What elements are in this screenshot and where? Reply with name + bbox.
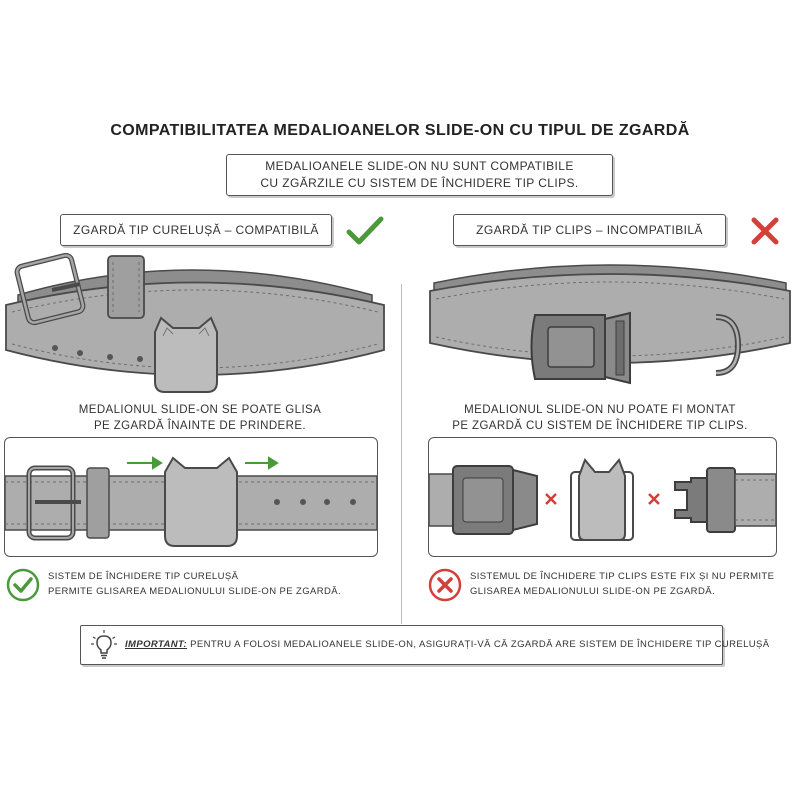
detail-keeper <box>86 467 110 539</box>
clip-detail-illustration <box>428 458 777 541</box>
compatibility-notice: MEDALIOANELE SLIDE-ON NU SUNT COMPATIBIL… <box>226 154 613 196</box>
detail-cat-medallion <box>164 456 238 547</box>
notice-line-1: MEDALIOANELE SLIDE-ON NU SUNT COMPATIBIL… <box>265 159 574 173</box>
important-message: PENTRU A FOLOSI MEDALIOANELE SLIDE-ON, A… <box>190 639 770 650</box>
important-label: IMPORTANT: <box>125 639 188 650</box>
column-divider <box>401 284 402 624</box>
clip-caption-line-1: MEDALIONUL SLIDE-ON NU POATE FI MONTAT <box>464 404 736 416</box>
clip-result-line-2: GLISAREA MEDALIONULUI SLIDE-ON PE ZGARDĂ… <box>470 586 715 597</box>
cross-circle-icon <box>428 568 462 602</box>
clip-caption-line-2: PE ZGARDĂ CU SISTEM DE ÎNCHIDERE TIP CLI… <box>452 420 748 432</box>
cross-icon <box>751 217 779 245</box>
clip-result: SISTEMUL DE ÎNCHIDERE TIP CLIPS ESTE FIX… <box>470 569 790 599</box>
notice-line-2: CU ZGĂRZILE CU SISTEM DE ÎNCHIDERE TIP C… <box>260 176 579 190</box>
detail-clip-female <box>452 465 538 535</box>
buckle-collar-caption: MEDALIONUL SLIDE-ON SE POATE GLISA PE ZG… <box>40 402 360 434</box>
clip-collar-header: ZGARDĂ TIP CLIPS – INCOMPATIBILĂ <box>453 214 726 246</box>
buckle-caption-line-1: MEDALIONUL SLIDE-ON SE POATE GLISA <box>78 404 322 416</box>
clip-buckle <box>530 311 631 385</box>
buckle-prong <box>51 282 81 292</box>
slide-arrows <box>127 456 279 470</box>
clip-result-line-1: SISTEMUL DE ÎNCHIDERE TIP CLIPS ESTE FIX… <box>470 571 775 582</box>
check-icon <box>346 216 384 245</box>
cross-mark-2 <box>648 493 660 505</box>
page-title: COMPATIBILITATEA MEDALIOANELOR SLIDE-ON … <box>110 122 690 139</box>
detail-medallion-blocked <box>570 458 634 541</box>
clip-detail-panel <box>428 437 777 557</box>
cat-medallion <box>154 316 218 393</box>
clip-collar-illustration <box>429 264 791 385</box>
strap-holes <box>274 499 356 505</box>
cross-mark-1 <box>545 493 557 505</box>
detail-clip-male <box>674 467 736 533</box>
lightbulb-icon <box>91 630 117 659</box>
buckle-caption-line-2: PE ZGARDĂ ÎNAINTE DE PRINDERE. <box>93 420 306 432</box>
buckle-result-line-2: PERMITE GLISAREA MEDALIONULUI SLIDE-ON P… <box>48 586 342 597</box>
important-note: IMPORTANT: PENTRU A FOLOSI MEDALIOANELE … <box>80 625 769 665</box>
clip-collar-caption: MEDALIONUL SLIDE-ON NU POATE FI MONTAT P… <box>420 402 780 434</box>
buckle-detail-panel <box>4 437 378 557</box>
important-text: IMPORTANT: PENTRU A FOLOSI MEDALIOANELE … <box>125 639 770 650</box>
buckle-result-line-1: SISTEM DE ÎNCHIDERE TIP CURELUȘĂ <box>48 571 239 582</box>
keeper-loop <box>107 255 145 319</box>
collar-holes <box>52 345 143 362</box>
buckle-collar-header-label: ZGARDĂ TIP CURELUȘĂ – COMPATIBILĂ <box>73 223 319 237</box>
buckle-detail-illustration <box>4 456 378 547</box>
buckle-collar-header: ZGARDĂ TIP CURELUȘĂ – COMPATIBILĂ <box>60 214 332 246</box>
buckle-collar-illustration <box>5 252 385 393</box>
check-circle-icon <box>6 568 40 602</box>
buckle-result: SISTEM DE ÎNCHIDERE TIP CURELUȘĂ PERMITE… <box>48 569 378 599</box>
clip-collar-header-label: ZGARDĂ TIP CLIPS – INCOMPATIBILĂ <box>476 223 703 237</box>
